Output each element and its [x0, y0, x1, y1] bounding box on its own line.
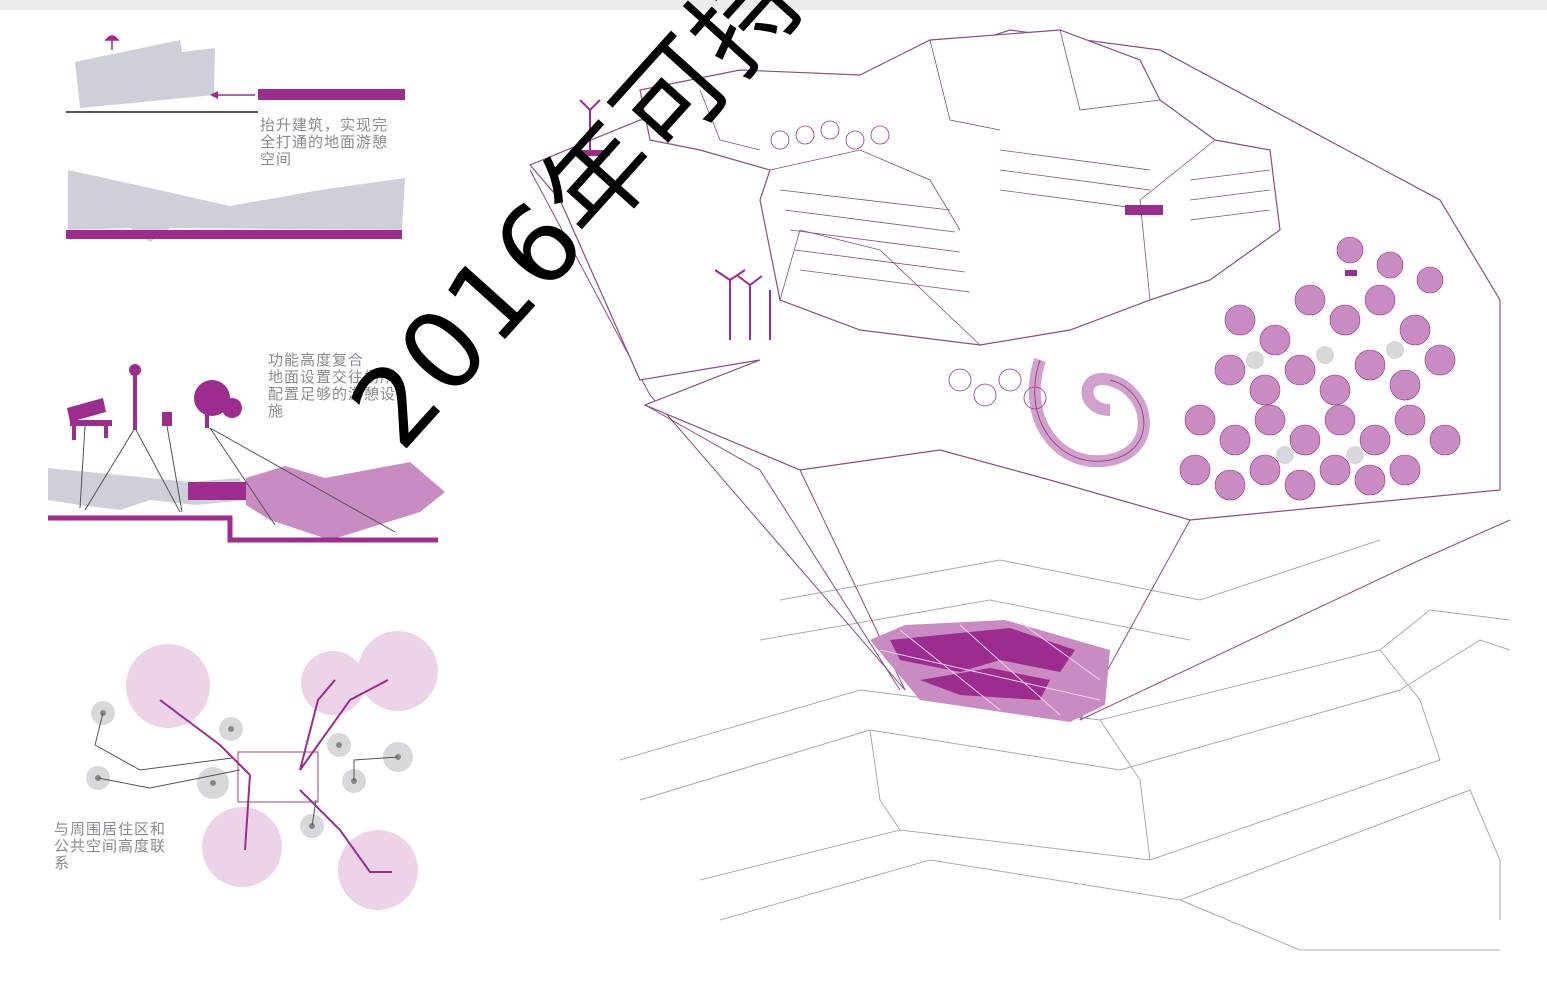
- lamp-post-icon: [129, 364, 141, 430]
- functions-diagram: [48, 364, 445, 543]
- connector-lines: [79, 425, 396, 533]
- function-landscape-purple: [246, 462, 445, 540]
- footprint-detail: [890, 628, 1075, 700]
- axonometric-building: [529, 29, 1511, 951]
- tree-canopy: [1179, 236, 1461, 501]
- caption-functions: 功能高度复合 地面设置交往场所 配置足够的游憩设 施: [268, 351, 397, 420]
- small-trees: [770, 120, 1047, 410]
- top-band: [0, 0, 1547, 10]
- tree-canopy-grey: [1246, 341, 1404, 464]
- umbrella-icon: [104, 35, 120, 50]
- trash-bin-icon: [162, 412, 172, 426]
- footprint-mesh: [879, 621, 1101, 716]
- arrow-head: [210, 91, 218, 99]
- connections-diagram: [86, 631, 438, 910]
- lift-diagram: [66, 35, 405, 242]
- lifted-building-block: [75, 40, 215, 108]
- function-block: [188, 482, 246, 500]
- building-mass: [639, 29, 1281, 346]
- building-bar: [258, 89, 405, 100]
- arrow-paths: [159, 679, 392, 873]
- curved-ramp-outline: [1034, 359, 1145, 462]
- influence-circle: [202, 807, 282, 887]
- influence-circle: [358, 631, 438, 711]
- bench-icon: [67, 398, 112, 440]
- influence-circle: [338, 830, 418, 910]
- tree-icon: [194, 380, 242, 428]
- magenta-accents: [570, 150, 1357, 276]
- ground-landscape: [68, 170, 405, 242]
- facade-lines: [699, 29, 1271, 346]
- caption-lift: 抬升建筑，实现完 全打通的地面游憩 空间: [260, 116, 389, 168]
- caption-links: 与周围居住区和 公共空间高度联 系: [54, 820, 167, 872]
- ground-bar: [66, 230, 402, 239]
- palm-trees: [579, 99, 771, 340]
- street-grid: [619, 539, 1511, 951]
- path-lines: [94, 712, 399, 827]
- influence-circle: [126, 644, 210, 728]
- stepped-ground: [48, 515, 438, 543]
